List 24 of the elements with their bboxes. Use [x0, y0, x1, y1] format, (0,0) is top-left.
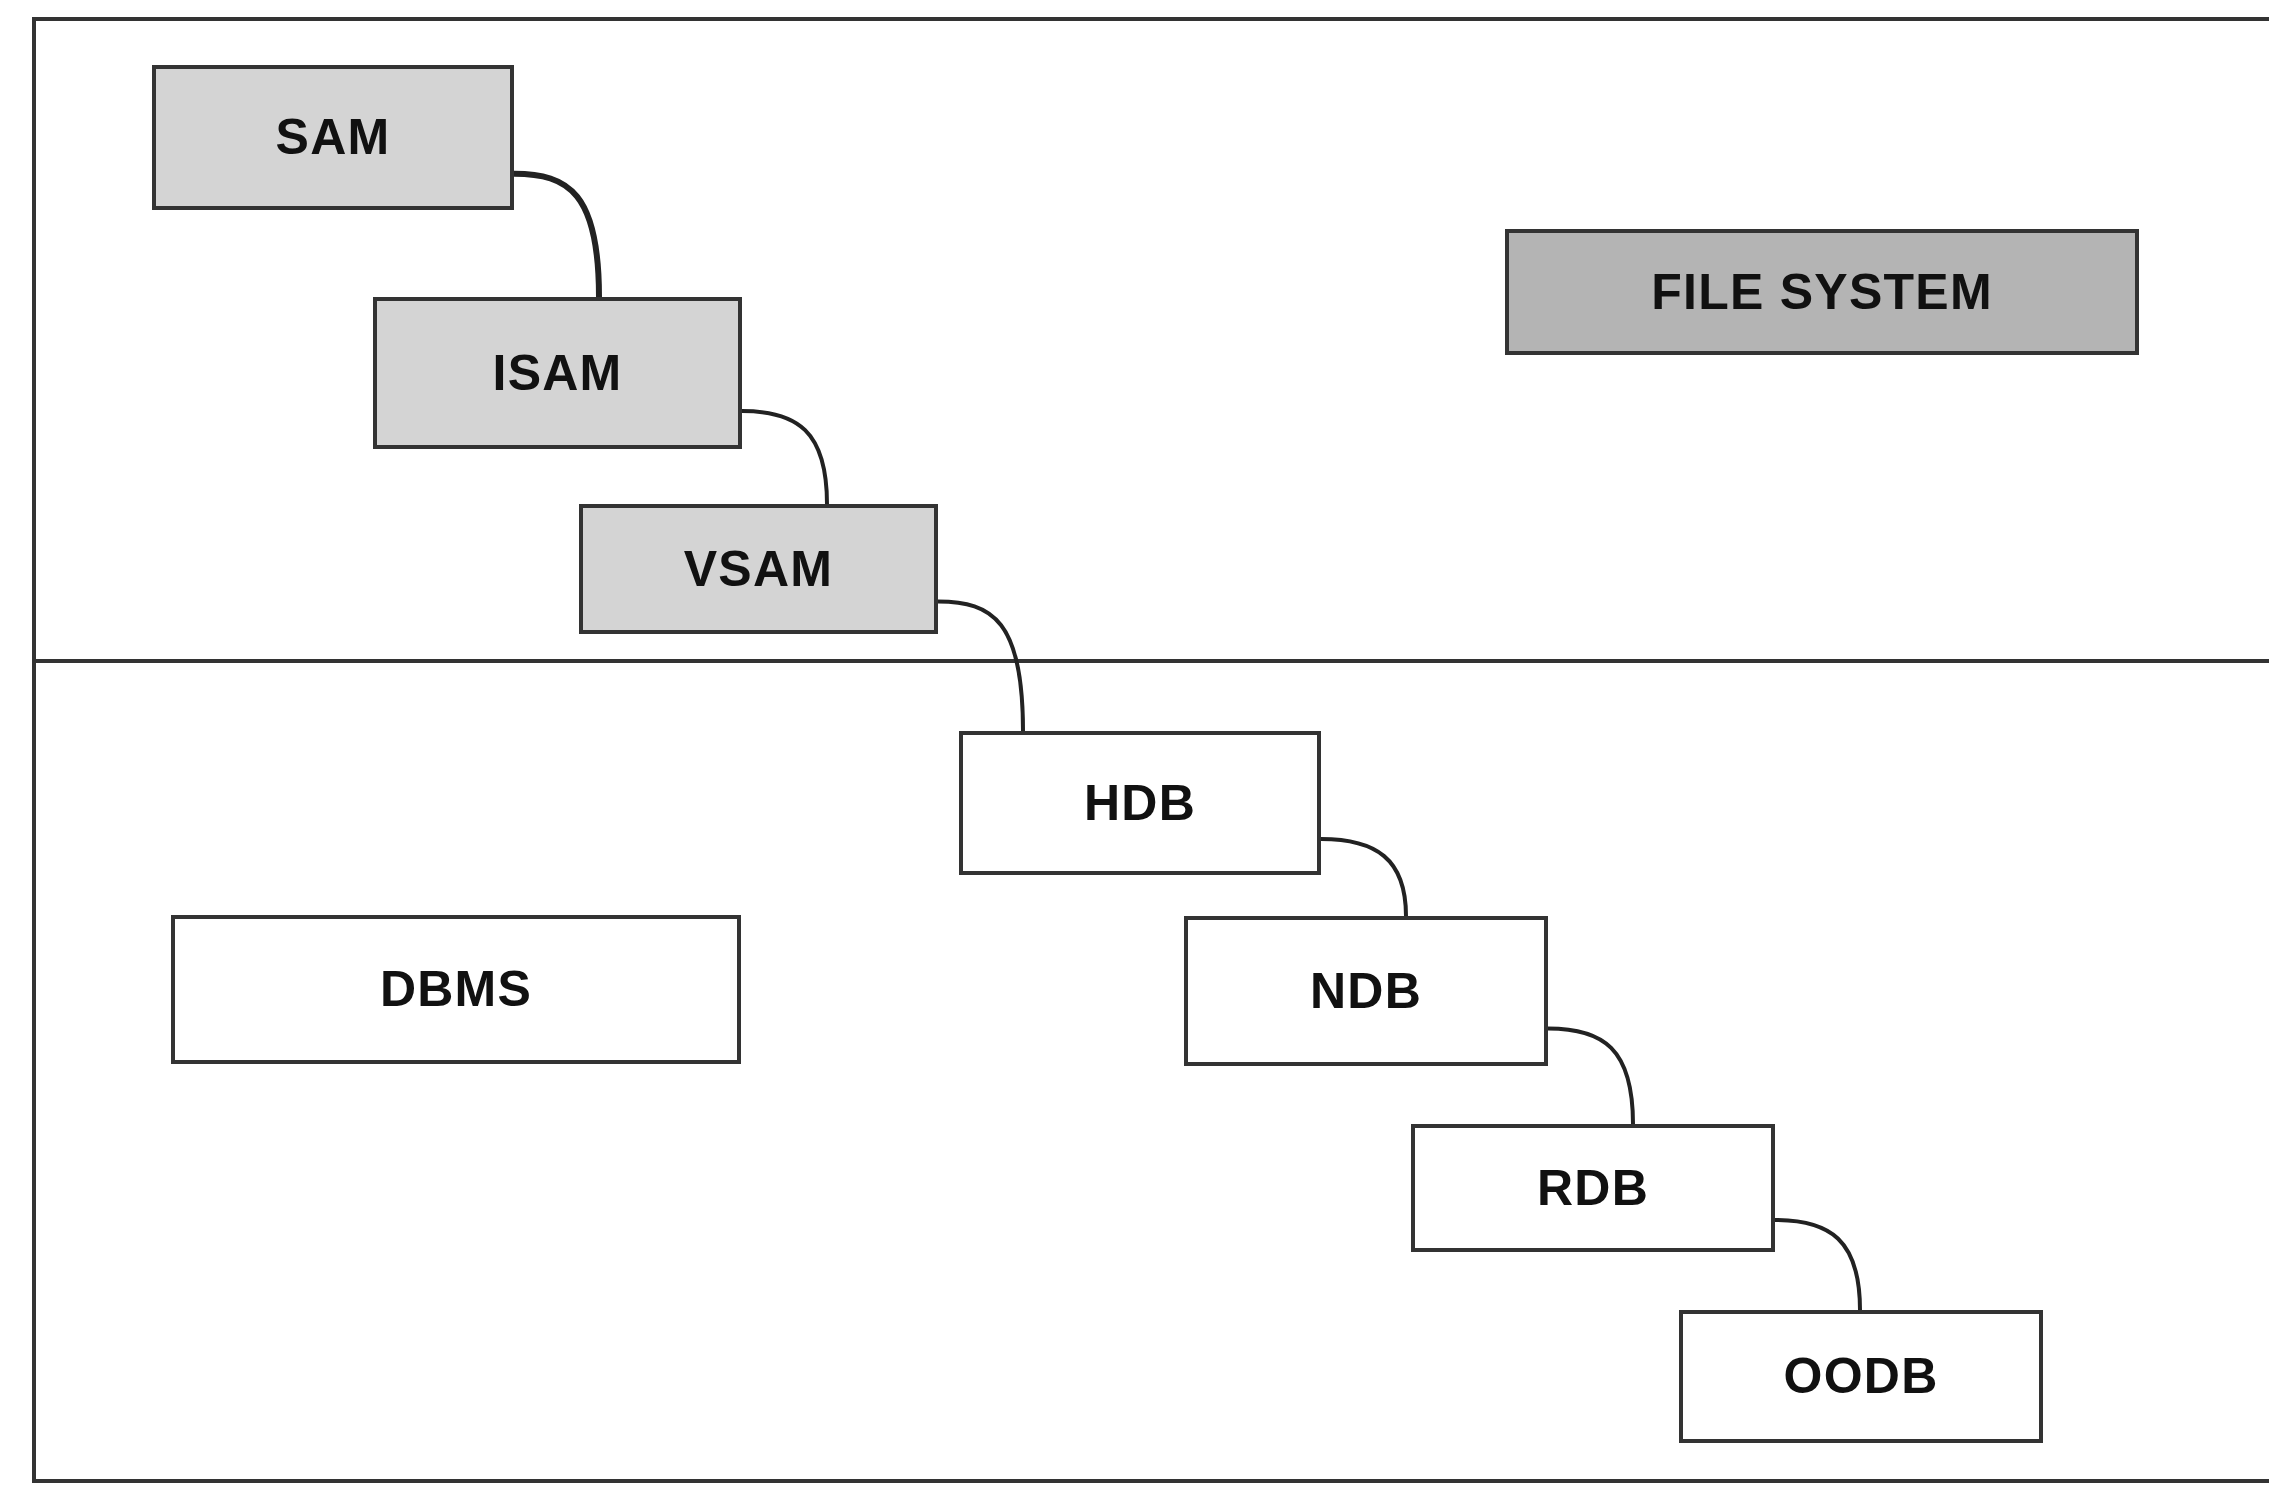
- box-label: HDB: [1083, 773, 1197, 833]
- box-label: ISAM: [492, 343, 623, 403]
- box-label: VSAM: [683, 539, 834, 599]
- connector-curve: [1547, 1026, 1635, 1125]
- label-box: [1411, 1124, 1775, 1252]
- label-box: [579, 504, 938, 634]
- box-label: NDB: [1309, 961, 1423, 1021]
- box-label: DBMS: [379, 960, 533, 1019]
- connector-curve: [741, 409, 829, 505]
- label-box: [152, 65, 514, 210]
- label-box: [1505, 229, 2139, 355]
- connector-curve: [1320, 837, 1408, 917]
- label-box: [959, 731, 1321, 875]
- label-box: [373, 297, 742, 449]
- connector-curve: [513, 170, 602, 298]
- label-box: [1184, 916, 1548, 1066]
- connector-curve: [937, 599, 1025, 732]
- connector-curve: [1774, 1218, 1862, 1311]
- box-label: OODB: [1783, 1347, 1939, 1406]
- box-label: SAM: [275, 108, 391, 167]
- label-box: [171, 915, 741, 1064]
- label-box: [1679, 1310, 2043, 1443]
- box-label: RDB: [1536, 1158, 1650, 1218]
- box-label: FILE SYSTEM: [1651, 262, 1993, 322]
